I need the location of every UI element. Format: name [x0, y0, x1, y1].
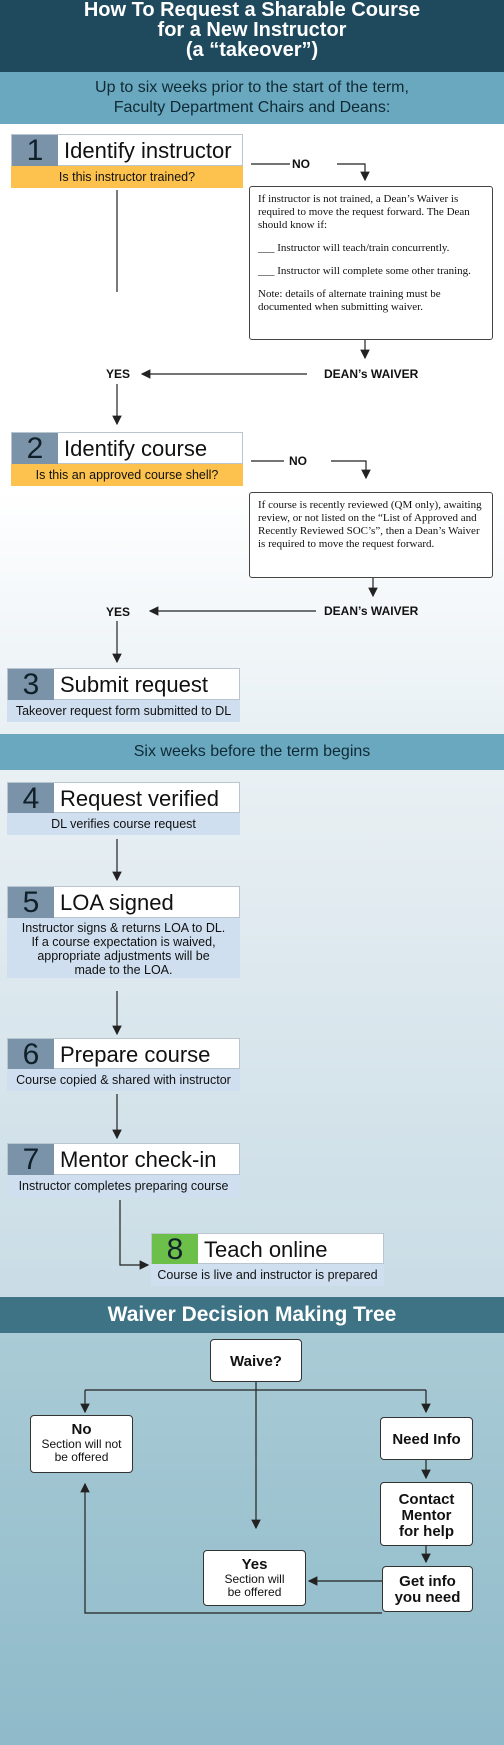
intro-line-2: Faculty Department Chairs and Deans:	[113, 99, 391, 116]
no-outcome-line-2: be offered	[54, 1450, 109, 1464]
contact-mentor-line-1: Contact	[398, 1491, 455, 1508]
step-8-description: Course is live and instructor is prepare…	[151, 1264, 384, 1286]
yes-outcome-line-1: Section will	[224, 1572, 285, 1586]
yes-label-1: YES	[106, 367, 131, 381]
no-label-2: NO	[289, 454, 307, 468]
step-3-label: Submit request	[60, 672, 208, 697]
deans-waiver-label-2: DEAN’s WAIVER	[324, 604, 419, 618]
step-1-label: Identify instructor	[64, 138, 232, 163]
step-3: 3 Submit request	[7, 668, 240, 701]
step-5-description-line-2: If a course expectation is waived,	[31, 935, 216, 949]
step-4-label: Request verified	[60, 786, 219, 811]
step-8-number: 8	[152, 1234, 198, 1265]
step-6: 6 Prepare course	[7, 1038, 240, 1070]
step-7: 7 Mentor check-in	[7, 1143, 240, 1176]
step-2-question: Is this an approved course shell?	[11, 464, 243, 486]
step-8-label: Teach online	[204, 1237, 328, 1262]
step-5-description-line-1: Instructor signs & returns LOA to DL.	[21, 921, 226, 935]
step-5: 5 LOA signed	[7, 886, 240, 919]
get-info-box: Get info you need	[382, 1566, 473, 1612]
intro-band: Up to six weeks prior to the start of th…	[0, 72, 504, 124]
course-shell-note: If course is recently reviewed (QM only)…	[249, 492, 493, 578]
waiver-tree-title: Waiver Decision Making Tree	[0, 1297, 504, 1333]
title-line-3: (a “takeover”)	[185, 39, 319, 61]
waive-decision-label: Waive?	[230, 1353, 282, 1370]
untrained-note-p2: ___ Instructor will teach/train concurre…	[258, 242, 450, 254]
get-info-line-2: you need	[394, 1589, 461, 1606]
yes-outcome-head: Yes	[241, 1556, 268, 1573]
step-5-description-line-4: made to the LOA.	[74, 963, 173, 977]
untrained-note-p3: ___ Instructor will complete some other …	[258, 265, 471, 277]
untrained-note: If instructor is not trained, a Dean’s W…	[249, 186, 493, 340]
deans-waiver-label-1: DEAN’s WAIVER	[324, 367, 419, 381]
step-6-description: Course copied & shared with instructor	[7, 1069, 240, 1091]
step-5-number: 5	[8, 887, 54, 919]
get-info-line-1: Get info	[399, 1573, 456, 1590]
step-3-description: Takeover request form submitted to DL	[7, 700, 240, 722]
six-weeks-band: Six weeks before the term begins	[0, 734, 504, 770]
step-3-number: 3	[8, 669, 54, 701]
step-2-number: 2	[12, 433, 58, 465]
step-1-question: Is this instructor trained?	[11, 166, 243, 188]
step-5-description-line-3: appropriate adjustments will be	[37, 949, 210, 963]
no-outcome-line-1: Section will not	[41, 1437, 122, 1451]
need-info-label: Need Info	[392, 1431, 461, 1448]
step-2-label: Identify course	[64, 436, 208, 461]
step-1: 1 Identify instructor	[11, 134, 243, 167]
step-8: 8 Teach online	[151, 1233, 384, 1265]
yes-outcome-line-2: be offered	[227, 1585, 282, 1599]
yes-outcome-box: Yes Section will be offered	[203, 1550, 306, 1606]
course-shell-note-p1: If course is recently reviewed (QM only)…	[258, 499, 482, 550]
step-4-number: 4	[8, 783, 54, 814]
title-line-2: for a New Instructor	[157, 19, 347, 41]
contact-mentor-box: Contact Mentor for help	[380, 1482, 473, 1546]
step-7-label: Mentor check-in	[60, 1147, 217, 1172]
step-4: 4 Request verified	[7, 782, 240, 814]
step-6-number: 6	[8, 1039, 54, 1070]
step-7-description: Instructor completes preparing course	[7, 1175, 240, 1197]
step-2: 2 Identify course	[11, 432, 243, 465]
no-label-1: NO	[292, 157, 310, 171]
need-info-box: Need Info	[380, 1417, 473, 1460]
no-outcome-box: No Section will not be offered	[30, 1415, 133, 1473]
steps-section-bottom	[0, 770, 504, 1297]
contact-mentor-line-2: Mentor	[401, 1507, 452, 1524]
waive-decision-box: Waive?	[210, 1339, 302, 1382]
yes-label-2: YES	[106, 605, 131, 619]
untrained-note-p4: Note: details of alternate training must…	[258, 288, 441, 313]
step-5-description: Instructor signs & returns LOA to DL. If…	[7, 918, 240, 978]
title-line-1: How To Request a Sharable Course	[83, 0, 421, 21]
contact-mentor-line-3: for help	[399, 1523, 454, 1540]
step-7-number: 7	[8, 1144, 54, 1176]
step-6-label: Prepare course	[60, 1042, 211, 1067]
step-4-description: DL verifies course request	[7, 813, 240, 835]
intro-line-1: Up to six weeks prior to the start of th…	[95, 79, 409, 96]
page-header: How To Request a Sharable Course for a N…	[0, 0, 504, 72]
no-outcome-head: No	[71, 1421, 92, 1438]
step-5-label: LOA signed	[60, 890, 174, 915]
untrained-note-p1: If instructor is not trained, a Dean’s W…	[258, 193, 470, 231]
step-1-number: 1	[12, 135, 58, 167]
